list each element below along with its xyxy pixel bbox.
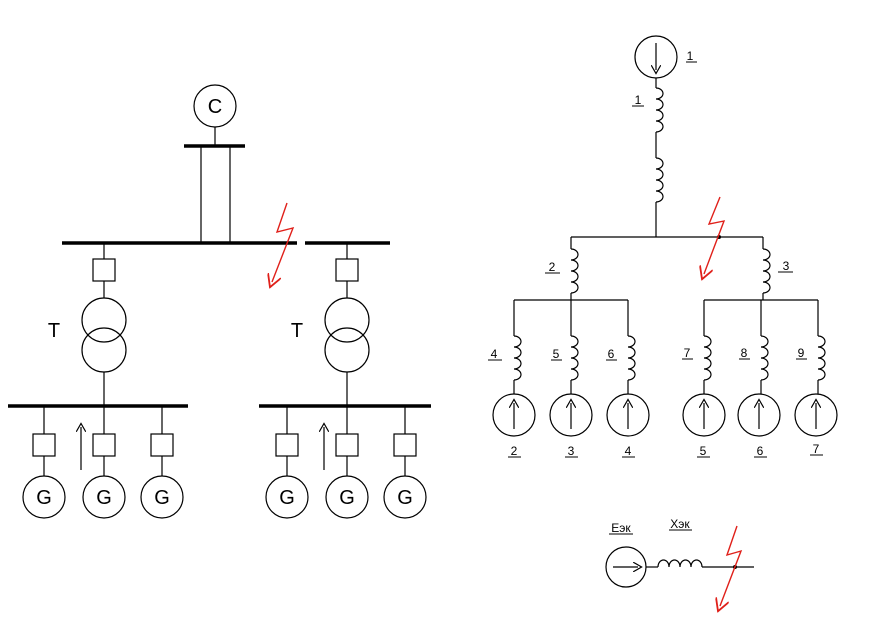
generator-label: G (36, 487, 52, 509)
gen-branch: 7 5 (682, 300, 726, 458)
gen-reactance-coil (570, 335, 579, 381)
gen-source-label: 7 (813, 442, 820, 456)
gen-reactance-coil (817, 335, 826, 381)
gen-source-label: 2 (511, 444, 518, 458)
gen-source-label: 6 (757, 444, 764, 458)
emf-label: Еэк (611, 521, 631, 535)
transformer-right-winding-1 (324, 297, 370, 343)
transformer-label-left: T (48, 320, 60, 342)
gen-source-circle (492, 393, 536, 437)
breaker-left (92, 258, 116, 282)
generator-circle (265, 475, 309, 519)
gen-branch: 9 7 (794, 300, 838, 456)
gen-source-circle (606, 393, 650, 437)
branch-reactance-label: 2 (549, 260, 556, 274)
reactance-3-coil (762, 248, 771, 294)
gen-reactance-coil (513, 335, 522, 381)
generator-circle (22, 475, 66, 519)
transformer-right-winding-2 (324, 327, 370, 373)
gen-reactance-label: 9 (798, 346, 805, 360)
gen-branch: 4 2 (488, 300, 536, 458)
equivalent-scheme: Еэк Хэк (605, 517, 754, 606)
gen-branch: 8 6 (737, 300, 781, 458)
gen-source-label: 4 (625, 444, 632, 458)
gen-source-label: 3 (568, 444, 575, 458)
gen-source-circle (682, 393, 726, 437)
reactance-2-coil (570, 248, 579, 294)
generator-label: G (96, 487, 112, 509)
gen-reactance-label: 5 (553, 347, 560, 361)
reactance-label: Хэк (670, 517, 690, 531)
gen-branch: 5 3 (549, 300, 593, 458)
system-label: C (208, 96, 222, 118)
generator-label: G (154, 487, 170, 509)
generator-circle (140, 475, 184, 519)
generator-circle (383, 475, 427, 519)
equivalent-reactance-coil (657, 559, 703, 568)
gen-source-circle (794, 393, 838, 437)
gen-source-circle (549, 393, 593, 437)
fault-arrow-icon (272, 202, 295, 282)
left-scheme: C T T G (8, 84, 431, 519)
generator-circle (325, 475, 369, 519)
gen-source-label: 5 (700, 444, 707, 458)
gen-reactance-coil (760, 335, 769, 381)
gen-reactance-label: 4 (491, 347, 498, 361)
gen-source-circle (737, 393, 781, 437)
gen-reactance-coil (627, 335, 636, 381)
generator-group-right: G G G (265, 406, 427, 519)
generator-label: G (339, 487, 355, 509)
branch-reactance-label: 3 (783, 259, 790, 273)
reactance-1-lower-coil (655, 157, 664, 203)
gen-reactance-label: 7 (684, 346, 691, 360)
generator-label: G (279, 487, 295, 509)
transformer-left-winding-2 (81, 327, 127, 373)
gen-branch: 6 4 (606, 300, 650, 458)
gen-reactance-coil (703, 335, 712, 381)
generator-label: G (397, 487, 413, 509)
right-scheme: 1 1 2 3 4 (488, 35, 838, 458)
breaker-right (335, 258, 359, 282)
generator-group-left: G G G (22, 406, 184, 519)
top-source-label: 1 (687, 49, 694, 63)
top-reactance-label: 1 (635, 93, 642, 107)
transformer-label-right: T (291, 320, 303, 342)
reactance-1-upper-coil (655, 87, 664, 133)
fault-arrow-icon (720, 525, 743, 606)
gen-reactance-label: 8 (741, 346, 748, 360)
fault-arrow-icon (704, 196, 726, 274)
gen-reactance-label: 6 (608, 347, 615, 361)
generator-circle (82, 475, 126, 519)
transformer-left-winding-1 (81, 297, 127, 343)
